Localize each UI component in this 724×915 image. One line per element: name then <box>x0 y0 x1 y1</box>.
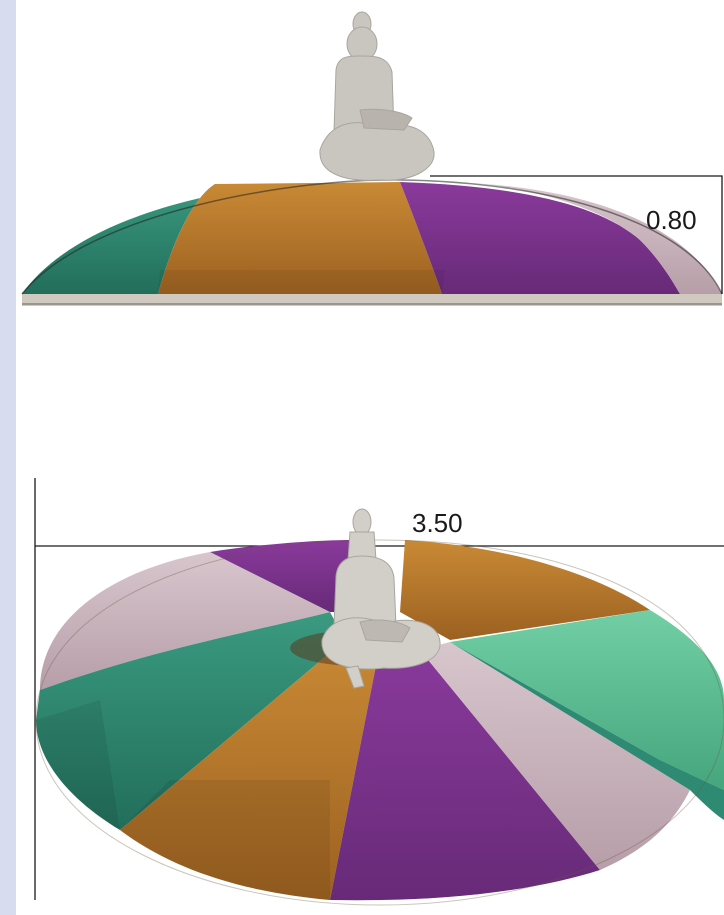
perspective-segment-mauve-front <box>420 642 690 870</box>
elevation-segment-teal <box>22 184 280 294</box>
elevation-base-slab <box>22 292 722 306</box>
seated-figure-icon <box>319 11 435 181</box>
perspective-segment-purple-front <box>330 645 600 901</box>
left-side-bar <box>0 0 16 915</box>
elevation-segment-ochre <box>158 182 442 294</box>
elevation-segment-purple <box>400 182 680 294</box>
perspective-segment-mauve-back <box>40 552 330 690</box>
perspective-segment-ochre-front <box>120 640 380 900</box>
perspective-segment-ochre-back <box>400 540 650 640</box>
height-dimension-line <box>430 175 723 294</box>
elevation-view <box>21 11 723 306</box>
perspective-view <box>34 478 724 906</box>
perspective-segment-mint-right <box>450 610 724 790</box>
width-dimension-line <box>34 478 724 900</box>
width-dimension-label: 3.50 <box>412 508 463 538</box>
perspective-segment-teal-left <box>36 612 345 830</box>
seated-figure-icon <box>321 508 441 689</box>
perspective-segment-purple-back <box>210 540 360 612</box>
height-dimension-label: 0.80 <box>646 205 697 235</box>
elevation-segment-mauve <box>470 183 722 294</box>
